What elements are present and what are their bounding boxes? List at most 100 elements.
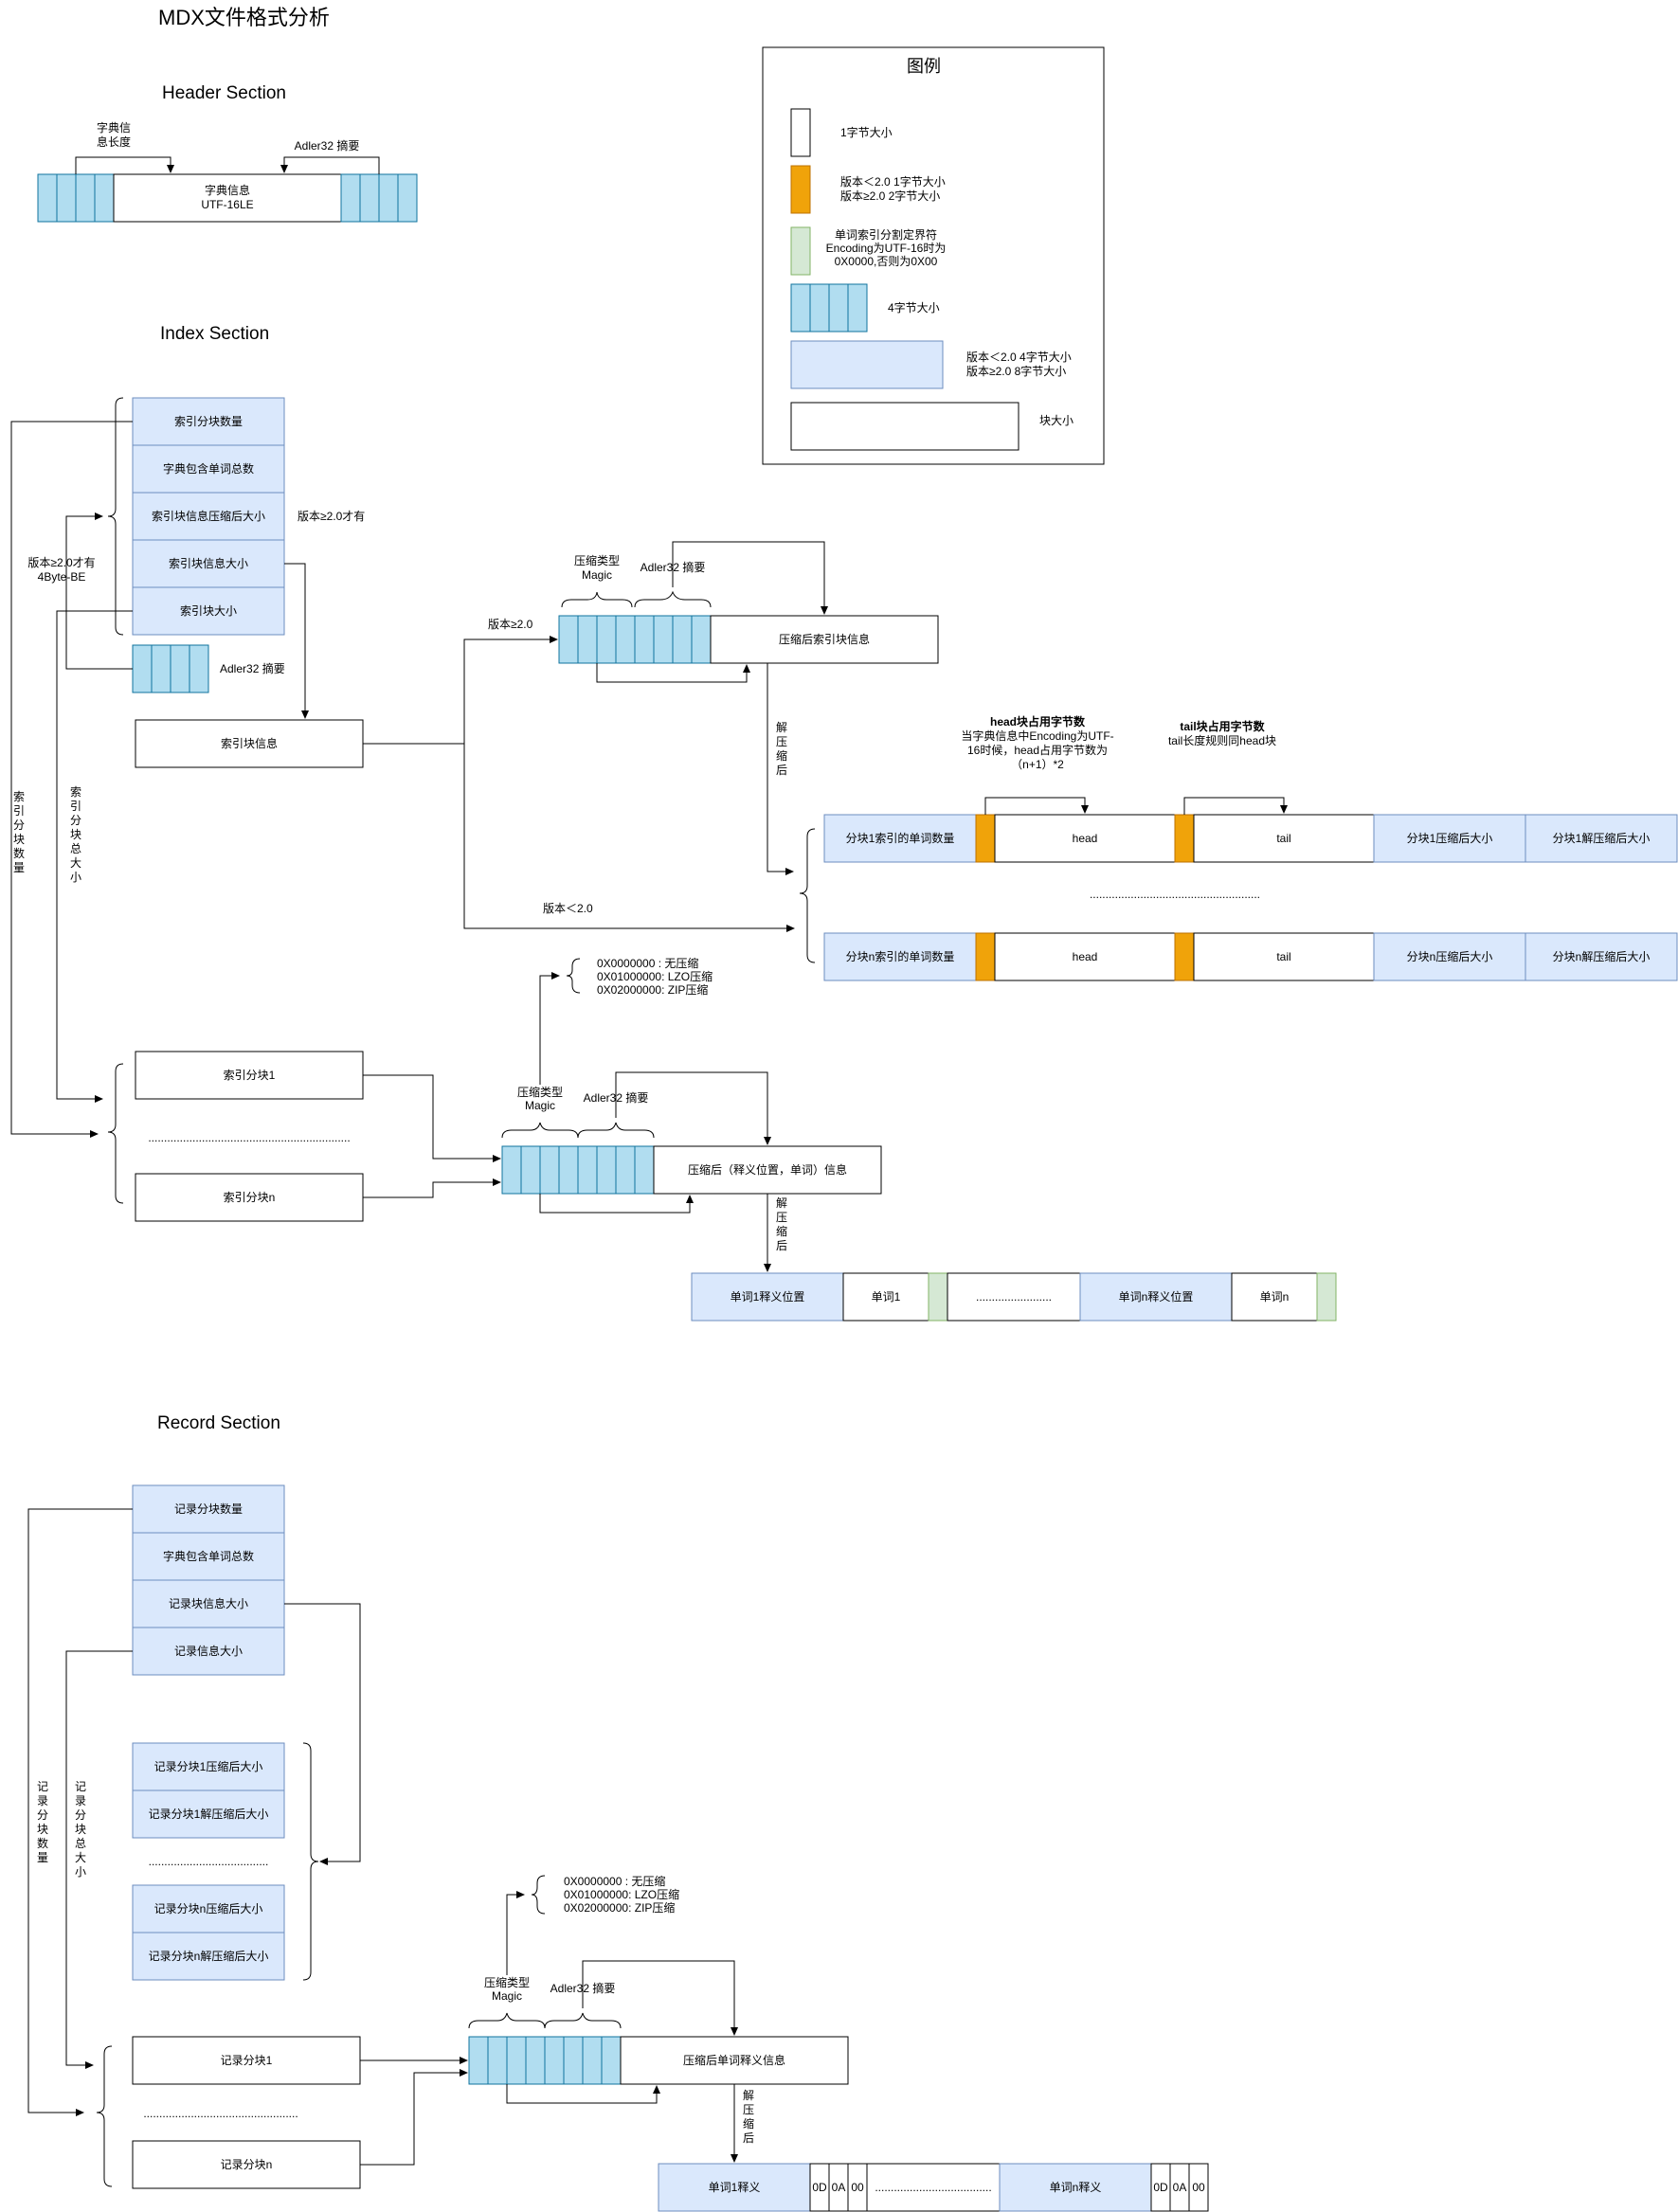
index-compressed-info-box bbox=[710, 615, 939, 664]
legend-1byte-swatch bbox=[790, 108, 811, 157]
svg-text:小: 小 bbox=[70, 871, 81, 884]
index-section-title: Index Section bbox=[160, 324, 269, 344]
wordn-00: 00 bbox=[1192, 2181, 1205, 2194]
wordn-0a: 0A bbox=[1173, 2181, 1187, 2194]
svg-text:数: 数 bbox=[13, 846, 25, 860]
dict-info-encoding: UTF-16LE bbox=[201, 198, 253, 211]
record-chunk-n-label: 记录分块n bbox=[221, 2158, 273, 2171]
record-field-block-info-size: 记录块信息大小 bbox=[169, 1596, 248, 1610]
svg-text:解: 解 bbox=[776, 1196, 787, 1210]
index-version-ge2-label: 版本≥2.0 bbox=[488, 618, 533, 631]
svg-text:块: 块 bbox=[37, 1823, 48, 1836]
index-compressed-pos-box bbox=[653, 1145, 882, 1195]
index-header-fields: 索引分块数量 字典包含单词总数 索引块信息压缩后大小 索引块信息大小 索引块大小 bbox=[132, 397, 285, 636]
svg-text:解: 解 bbox=[743, 2089, 754, 2102]
index-field-comp-info-size: 索引块信息压缩后大小 bbox=[152, 509, 265, 523]
index-compressed-info-label: 压缩后索引块信息 bbox=[779, 632, 870, 646]
legend-4byte-swatch bbox=[790, 283, 868, 333]
svg-text:总: 总 bbox=[75, 1837, 86, 1850]
record-field-info-size: 记录信息大小 bbox=[174, 1644, 243, 1658]
index-v2-be-note-2: 4Byte-BE bbox=[38, 570, 86, 584]
dict-info-label: 字典信息 bbox=[205, 183, 250, 197]
word1-position: 单词1释义位置 bbox=[731, 1289, 805, 1304]
record-magic-value-0: 0X0000000 : 无压缩 bbox=[564, 1874, 665, 1888]
rown-tail: tail bbox=[1276, 950, 1290, 963]
rown-word-count: 分块n索引的单词数量 bbox=[846, 949, 955, 963]
index-comp-header-cells bbox=[558, 615, 712, 664]
row1-comp-size: 分块1压缩后大小 bbox=[1407, 831, 1493, 845]
svg-text:压: 压 bbox=[743, 2103, 754, 2116]
header-adler-label: Adler32 摘要 bbox=[295, 138, 360, 153]
svg-text:记: 记 bbox=[75, 1780, 86, 1793]
svg-text:后: 后 bbox=[776, 764, 787, 777]
record-size-fields: 记录分块1压缩后大小 记录分块1解压缩后大小 .................… bbox=[132, 1742, 285, 1981]
record-chunks-brace bbox=[96, 2045, 113, 2187]
index-adler-label: Adler32 摘要 bbox=[220, 661, 285, 675]
index-magic-value-1: 0X01000000: LZO压缩 bbox=[597, 969, 713, 983]
index-decompress-label: 解 压 缩 后 bbox=[776, 721, 787, 777]
index-section: Index Section 索引分块数量 字典包含单词总数 索引块信息压缩后大小… bbox=[10, 324, 1678, 1322]
svg-text:缩: 缩 bbox=[776, 1224, 787, 1238]
svg-text:块: 块 bbox=[70, 828, 81, 841]
index-block-info-label: 索引块信息 bbox=[221, 736, 278, 750]
head-bytes-desc-3: （n+1）*2 bbox=[1011, 758, 1064, 771]
record-adler-brace bbox=[544, 2012, 622, 2029]
word1-0d: 0D bbox=[812, 2181, 827, 2194]
rown-decomp-size: 分块n解压缩后大小 bbox=[1553, 949, 1651, 963]
index-magic-brace bbox=[561, 591, 633, 608]
legend-frame bbox=[762, 46, 1105, 465]
svg-text:压: 压 bbox=[776, 1211, 787, 1224]
record-chunk-count-vertical-label: 记 录 分 块 数 量 bbox=[37, 1780, 48, 1864]
index-field-chunk-count: 索引分块数量 bbox=[174, 414, 243, 428]
record-magic-value-1: 0X01000000: LZO压缩 bbox=[564, 1887, 679, 1901]
index-magic-value-0: 0X0000000 : 无压缩 bbox=[597, 956, 698, 970]
record-chunk-dots: ........................................… bbox=[143, 2107, 298, 2120]
index-adler-cells bbox=[132, 644, 209, 693]
record-field-word-total: 字典包含单词总数 bbox=[163, 1549, 254, 1563]
dict-info-box bbox=[113, 173, 342, 223]
wordn-position: 单词n释义位置 bbox=[1119, 1289, 1194, 1304]
record-field-chunk-count: 记录分块数量 bbox=[174, 1502, 243, 1516]
rown-comp-size: 分块n压缩后大小 bbox=[1407, 949, 1493, 963]
index-decompress-label-2: 解 压 缩 后 bbox=[776, 1196, 787, 1252]
svg-text:缩: 缩 bbox=[776, 748, 787, 763]
record-chunk-1-label: 记录分块1 bbox=[221, 2054, 273, 2067]
index-chunks-brace bbox=[107, 1063, 124, 1204]
index-version-lt2-label: 版本＜2.0 bbox=[543, 902, 593, 915]
record-chunkn-comp-size: 记录分块n压缩后大小 bbox=[154, 1901, 263, 1915]
index-chunk-magic-brace bbox=[501, 1122, 579, 1139]
record-magic-brace bbox=[468, 2012, 546, 2029]
legend-orange-label-1: 版本＜2.0 1字节大小 bbox=[840, 174, 946, 189]
record-sizes-dots: ...................................... bbox=[149, 1855, 269, 1868]
record-compressed-info-box bbox=[620, 2036, 849, 2085]
record-section-title: Record Section bbox=[157, 1413, 280, 1433]
svg-text:总: 总 bbox=[70, 842, 81, 855]
index-comp-magic-label: Magic bbox=[582, 568, 612, 582]
head-bytes-desc-1: 当字典信息中Encoding为UTF- bbox=[961, 728, 1113, 743]
index-word-row: 单词1释义位置 单词1 ........................ 单词n… bbox=[691, 1272, 1337, 1322]
svg-text:引: 引 bbox=[13, 804, 25, 818]
svg-text:块: 块 bbox=[75, 1823, 86, 1836]
svg-text:量: 量 bbox=[37, 1851, 48, 1864]
header-section: Header Section 字典信息 UTF-16LE 字典信 息长度 Adl… bbox=[37, 83, 418, 223]
svg-text:大: 大 bbox=[75, 1851, 86, 1864]
index-chunk-n-label: 索引分块n bbox=[224, 1191, 276, 1204]
svg-text:后: 后 bbox=[776, 1239, 787, 1252]
index-chunk-1-label: 索引分块1 bbox=[224, 1069, 276, 1082]
row1-tail: tail bbox=[1276, 832, 1290, 845]
svg-text:分: 分 bbox=[75, 1808, 86, 1822]
legend-block-swatch bbox=[790, 402, 1019, 451]
legend-block-label: 块大小 bbox=[1039, 414, 1074, 427]
record-header-fields: 记录分块数量 字典包含单词总数 记录块信息大小 记录信息大小 bbox=[132, 1484, 285, 1676]
svg-text:分: 分 bbox=[70, 814, 81, 827]
legend-orange-label-2: 版本≥2.0 2字节大小 bbox=[840, 189, 940, 203]
svg-text:引: 引 bbox=[70, 800, 81, 813]
record-chunk-n-box bbox=[132, 2140, 361, 2189]
tail-bytes-title: tail块占用字节数 bbox=[1180, 719, 1265, 733]
svg-text:数: 数 bbox=[37, 1836, 48, 1850]
index-magic-values-brace bbox=[566, 958, 581, 994]
svg-text:后: 后 bbox=[743, 2131, 754, 2145]
svg-text:索: 索 bbox=[70, 785, 81, 799]
index-field-info-size: 索引块信息大小 bbox=[169, 556, 248, 570]
record-decompress-label: 解 压 缩 后 bbox=[743, 2089, 754, 2145]
